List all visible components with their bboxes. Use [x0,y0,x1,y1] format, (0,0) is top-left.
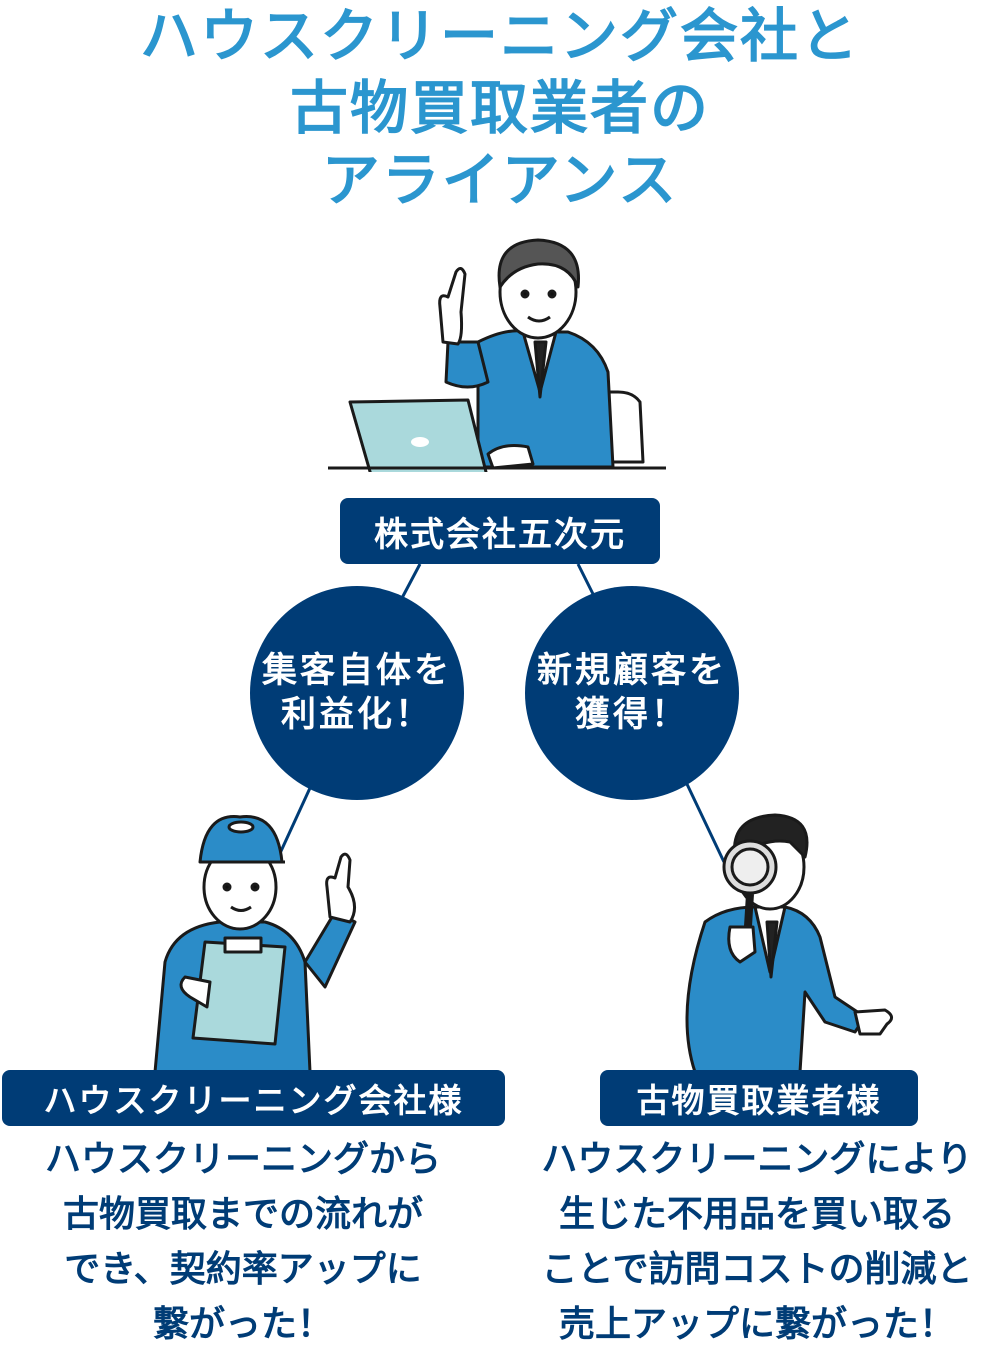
desc-line: 売上アップに繋がった！ [558,1304,955,1345]
title-line: アライアンス [321,146,679,214]
bubble-text: 新規顧客を [536,651,727,691]
bubble-text: 利益化！ [280,695,433,735]
bubble-text: 獲得！ [574,695,689,735]
businessman-illustration [328,238,666,472]
secondhand-dealer-description: ハウスクリーニングにより 生じた不用品を買い取る ことで訪問コストの削減と 売上… [514,1132,1000,1352]
bubble-text: 集客自体を [261,651,452,691]
company-name: 株式会社五次元 [374,514,626,555]
company-label: 株式会社五次元 [340,498,660,564]
cleaning-worker-illustration [153,815,357,1072]
appraiser-illustration [685,813,893,1072]
housecleaning-company-description: ハウスクリーニングから 古物買取までの流れが でき、契約率アップに 繋がった！ [0,1132,486,1352]
label-text: ハウスクリーニング会社様 [43,1081,464,1120]
page-title: ハウスクリーニング会社と 古物買取業者の アライアンス [0,0,1000,216]
label-text: 古物買取業者様 [636,1081,882,1120]
desc-line: ハウスクリーニングから [44,1139,441,1180]
desc-line: ことで訪問コストの削減と [541,1249,973,1290]
desc-line: 生じた不用品を買い取る [558,1194,955,1235]
desc-line: 古物買取までの流れが [62,1194,423,1235]
benefit-bubble-left: 集客自体を 利益化！ [250,586,464,800]
housecleaning-company-label: ハウスクリーニング会社様 [2,1070,505,1126]
desc-line: ハウスクリーニングにより [541,1139,973,1180]
title-line: 古物買取業者の [289,74,710,142]
desc-line: でき、契約率アップに [64,1249,422,1290]
desc-line: 繋がった！ [152,1304,333,1345]
title-line: ハウスクリーニング会社と [139,2,860,70]
benefit-bubble-right: 新規顧客を 獲得！ [525,586,739,800]
secondhand-dealer-label: 古物買取業者様 [600,1070,918,1126]
